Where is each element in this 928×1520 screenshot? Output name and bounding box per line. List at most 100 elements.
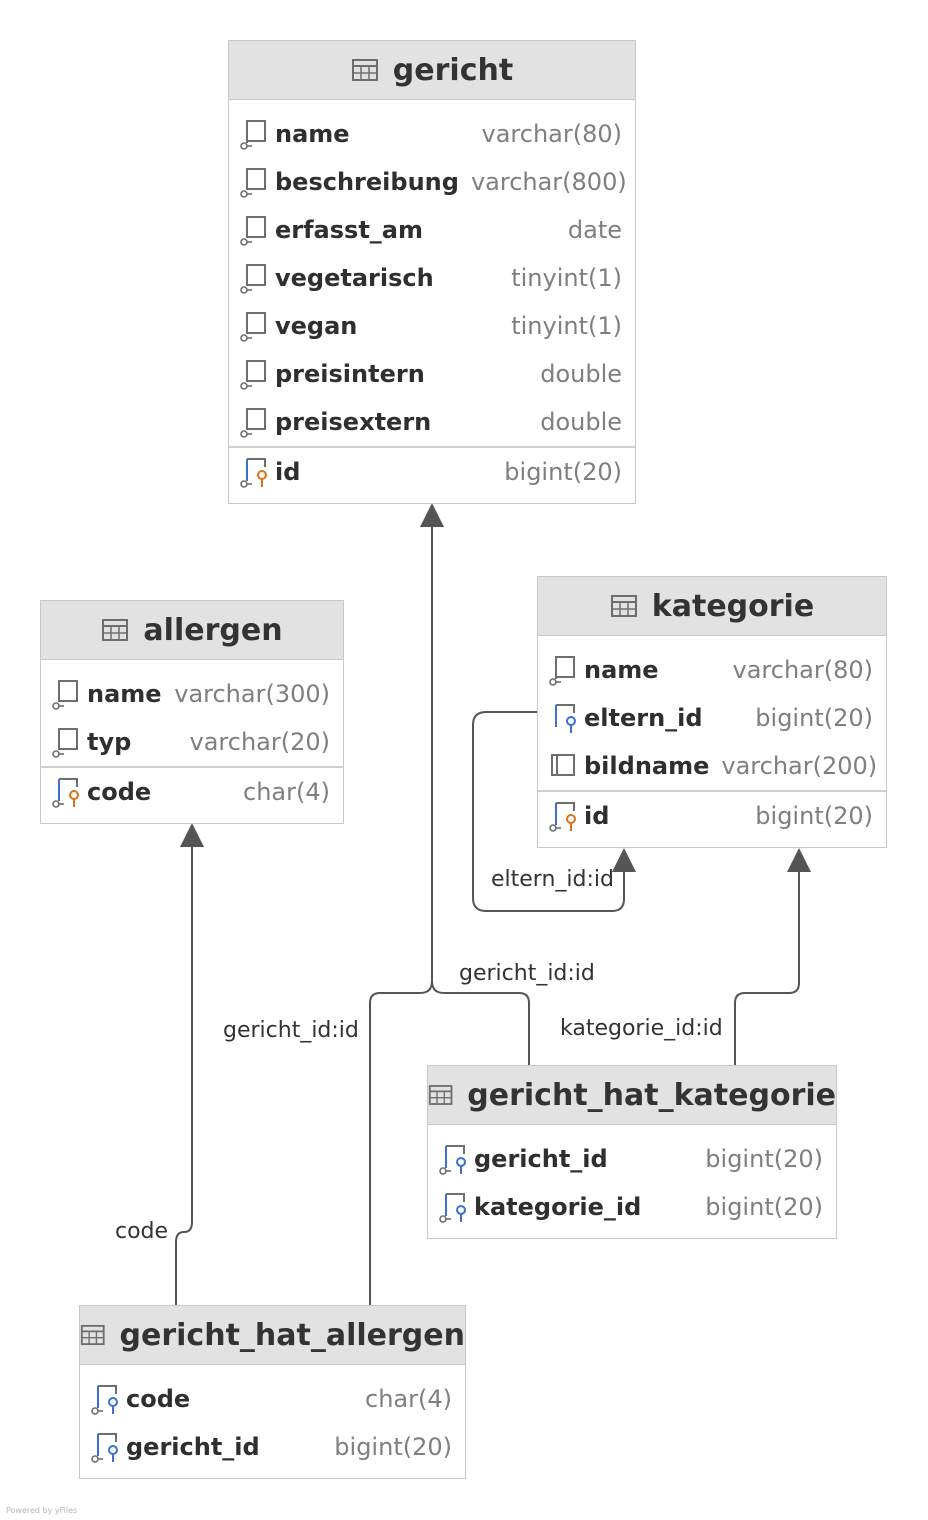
column-name: id [584,802,610,830]
primary-key-icon [52,778,79,808]
column-icon [240,264,266,294]
primary-key-row[interactable]: id bigint(20) [538,792,886,840]
column-name: preisintern [275,360,425,388]
table-allergen[interactable]: allergen name varchar(300) typ varchar(2… [40,600,344,824]
column-type: varchar(200) [721,752,878,780]
table-title: gericht_hat_allergen [119,1317,465,1353]
table-icon [610,595,637,617]
column-row[interactable]: name varchar(300) [41,670,343,718]
column-name: beschreibung [275,168,459,196]
column-type: varchar(80) [481,120,623,148]
foreign-key-icon [555,704,576,733]
column-icon [549,656,575,686]
column-icon [240,408,266,438]
edge-label-gha-gericht: gericht_id:id [223,1018,359,1043]
key-divider [41,766,343,768]
primary-key-icon [240,458,267,488]
primary-key-row[interactable]: id bigint(20) [229,448,635,496]
column-icon [52,728,78,758]
column-name: code [87,778,152,806]
table-gericht-hat-allergen[interactable]: gericht_hat_allergen code char(4) gerich… [79,1305,466,1479]
column-type: bigint(20) [705,1145,823,1173]
column-icon [240,216,266,246]
column-name: code [126,1385,191,1413]
foreign-key-icon [91,1433,118,1463]
table-header: gericht [229,41,635,100]
column-row[interactable]: name varchar(80) [229,110,635,158]
column-name: name [87,680,162,708]
table-icon [102,619,129,641]
arrow-kategorie-self [612,848,636,872]
edge-gha-code [175,845,193,1305]
column-row[interactable]: vegetarisch tinyint(1) [229,254,635,302]
column-name: gericht_id [126,1433,260,1461]
column-type: date [567,216,622,244]
edge-label-ghk-kategorie: kategorie_id:id [560,1016,723,1041]
foreign-key-row[interactable]: eltern_id bigint(20) [538,694,886,742]
column-row[interactable]: name varchar(80) [538,646,886,694]
column-type: varchar(800) [470,168,627,196]
table-header: gericht_hat_allergen [80,1306,465,1365]
column-row[interactable]: beschreibung varchar(800) [229,158,635,206]
table-gericht[interactable]: gericht name varchar(80) beschreibung va… [228,40,636,504]
foreign-key-icon [439,1193,466,1223]
column-type: bigint(20) [755,802,873,830]
arrow-gericht [420,503,444,527]
column-name: preisextern [275,408,432,436]
foreign-key-icon [91,1385,118,1415]
column-icon [240,360,266,390]
column-type: bigint(20) [334,1433,452,1461]
edge-ghk-gericht [431,980,530,1065]
edge-eltern [472,711,625,912]
foreign-key-row[interactable]: gericht_id bigint(20) [80,1423,465,1471]
column-type: varchar(300) [174,680,330,708]
table-title: kategorie [651,588,815,624]
foreign-key-row[interactable]: code char(4) [80,1375,465,1423]
column-name: id [275,458,301,486]
column-icon [52,680,78,710]
primary-key-row[interactable]: code char(4) [41,768,343,816]
edge-gha-gericht [369,525,433,1305]
table-header: gericht_hat_kategorie [428,1066,836,1125]
powered-by-footer: Powered by yFiles [6,1506,78,1515]
column-type: char(4) [243,778,330,806]
column-icon [240,120,266,150]
table-title: gericht_hat_kategorie [467,1077,836,1113]
column-icon [551,754,575,776]
column-name: typ [87,728,132,756]
column-row[interactable]: preisextern double [229,398,635,446]
foreign-key-icon [439,1145,466,1175]
arrow-kategorie-from-ghk [787,848,811,872]
foreign-key-row[interactable]: kategorie_id bigint(20) [428,1183,836,1231]
column-type: varchar(20) [189,728,331,756]
arrow-allergen [180,823,204,847]
table-title: gericht [392,52,514,88]
column-icon [240,168,266,198]
column-type: tinyint(1) [511,264,622,292]
column-row[interactable]: erfasst_am date [229,206,635,254]
table-title: allergen [143,612,283,648]
column-name: eltern_id [584,704,703,732]
column-row[interactable]: vegan tinyint(1) [229,302,635,350]
column-name: erfasst_am [275,216,423,244]
column-name: kategorie_id [474,1193,642,1221]
table-header: kategorie [538,577,886,636]
edge-label-ghk-gericht: gericht_id:id [459,961,595,986]
table-kategorie[interactable]: kategorie name varchar(80) eltern_id big… [537,576,887,848]
column-row[interactable]: preisintern double [229,350,635,398]
column-row[interactable]: typ varchar(20) [41,718,343,766]
table-icon [351,59,378,81]
column-type: tinyint(1) [511,312,622,340]
column-icon [240,312,266,342]
foreign-key-row[interactable]: gericht_id bigint(20) [428,1135,836,1183]
edge-ghk-kategorie [734,870,800,1065]
table-icon [80,1324,105,1346]
table-gericht-hat-kategorie[interactable]: gericht_hat_kategorie gericht_id bigint(… [427,1065,837,1239]
column-type: bigint(20) [755,704,873,732]
column-type: varchar(80) [732,656,874,684]
column-row[interactable]: bildname varchar(200) [538,742,886,790]
column-type: double [540,360,622,388]
edge-label-gha-code: code [115,1219,169,1244]
column-name: vegetarisch [275,264,434,292]
